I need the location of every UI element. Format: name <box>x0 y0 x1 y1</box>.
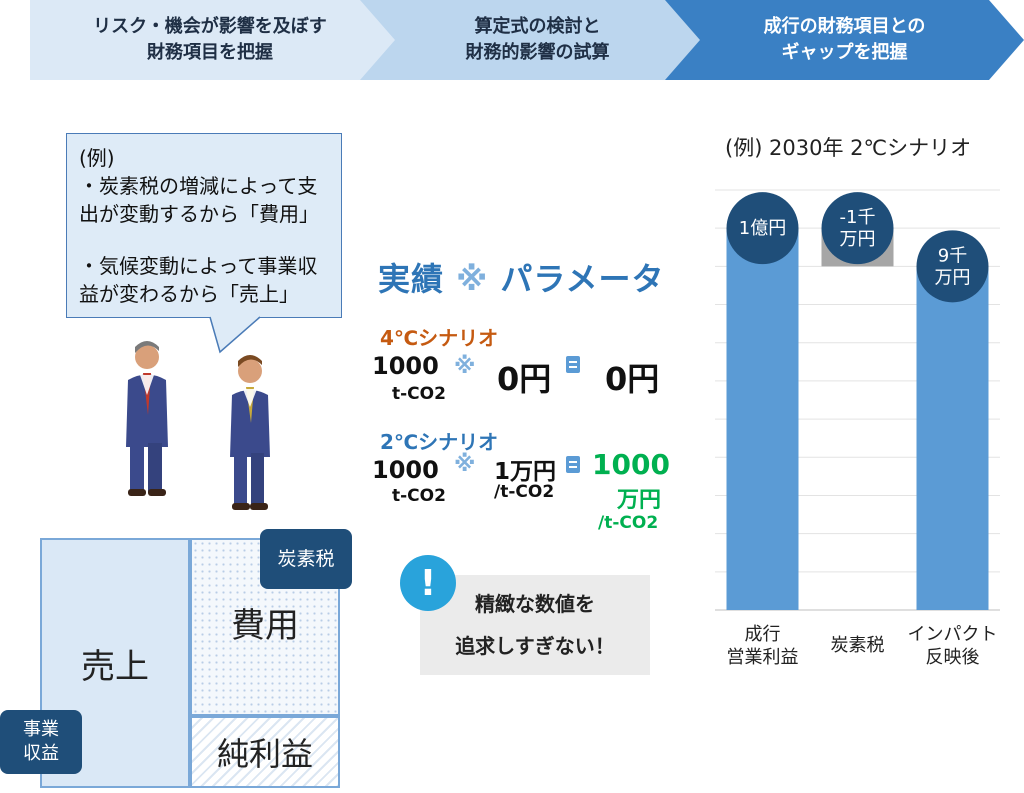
scenario-2c-result: 1000 <box>592 448 670 481</box>
multiply-icon: ※ <box>456 260 489 298</box>
net-profit-label: 純利益 <box>216 735 313 773</box>
step-estimate-impact: 算定式の検討と 財務的影響の試算 <box>360 0 715 80</box>
businessman-icon <box>230 355 270 510</box>
data-label-bubble <box>821 192 894 265</box>
data-label: 9千万円 <box>935 245 971 288</box>
multiply-icon: ※ <box>454 452 476 477</box>
data-label-bubble <box>916 230 989 303</box>
revenue-tag: 事業 収益 <box>0 710 82 774</box>
scenario-4c-result: 0円 <box>605 360 660 398</box>
sales-label: 売上 <box>81 646 149 687</box>
equals-icon <box>566 456 580 473</box>
formula-title-parameter: パラメータ <box>500 260 665 298</box>
speech-bubble-tail <box>209 316 261 354</box>
scenario-2c-result-sub: /t-CO2 <box>598 513 659 533</box>
step-identify-items: リスク・機会が影響を及ぼす 財務項目を把握 <box>30 0 410 80</box>
formula-title-actual: 実績 <box>378 260 445 298</box>
scenario-2c-qty: 1000 <box>372 456 439 484</box>
scenario-4c-qty: 1000 <box>372 352 439 380</box>
bubble-text-sales: ・気候変動によって事業収 益が変わるから「売上」 <box>79 254 318 306</box>
category-label: 炭素税 <box>831 635 885 656</box>
scenario-4c-price: 0円 <box>497 360 552 398</box>
cost-label: 費用 <box>231 605 299 646</box>
businessman-icon <box>126 341 168 496</box>
scenario-2c-price: 1万円 <box>494 459 557 485</box>
step-label: リスク・機会が影響を及ぼす 財務項目を把握 <box>93 16 327 63</box>
multiply-icon: ※ <box>454 354 476 379</box>
data-label-bubble <box>726 192 799 265</box>
formula-title: 実績 ※ パラメータ <box>378 254 664 300</box>
scenario-4c-qty-unit: t-CO2 <box>392 384 446 404</box>
note-box: 精緻な数値を 追求しすぎない！ <box>420 575 650 675</box>
data-label: 1億円 <box>739 218 786 239</box>
exclamation-icon: ! <box>400 555 456 611</box>
chart-bar <box>916 266 989 610</box>
step-label: 算定式の検討と 財務的影響の試算 <box>465 16 610 63</box>
scenario-2c-label: 2℃シナリオ <box>380 430 499 454</box>
category-label: インパクト反映後 <box>908 624 998 668</box>
speech-bubble: (例) ・炭素税の増減によって支 出が変動するから「費用」 ・気候変動によって事… <box>66 133 342 318</box>
category-label: 成行営業利益 <box>727 624 799 668</box>
bubble-text-cost: (例) ・炭素税の増減によって支 出が変動するから「費用」 <box>79 146 319 226</box>
business-people-illustration <box>126 341 270 510</box>
data-label: -1千万円 <box>840 207 876 250</box>
net-profit-block: 純利益 <box>190 716 340 788</box>
step-gap-analysis: 成行の財務項目との ギャップを把握 <box>665 0 1024 80</box>
scenario-2c-price-unit: /t-CO2 <box>494 482 555 502</box>
scenario-4c-label: 4℃シナリオ <box>380 326 499 350</box>
equals-icon <box>566 356 580 373</box>
scenario-2c-result-unit: 万円 <box>617 488 662 513</box>
chart-title: (例) 2030年 2℃シナリオ <box>725 136 972 160</box>
step-label: 成行の財務項目との ギャップを把握 <box>763 16 926 63</box>
carbon-tax-tag: 炭素税 <box>260 529 352 589</box>
chart-bar <box>726 228 799 610</box>
scenario-2c-qty-unit: t-CO2 <box>392 486 446 506</box>
